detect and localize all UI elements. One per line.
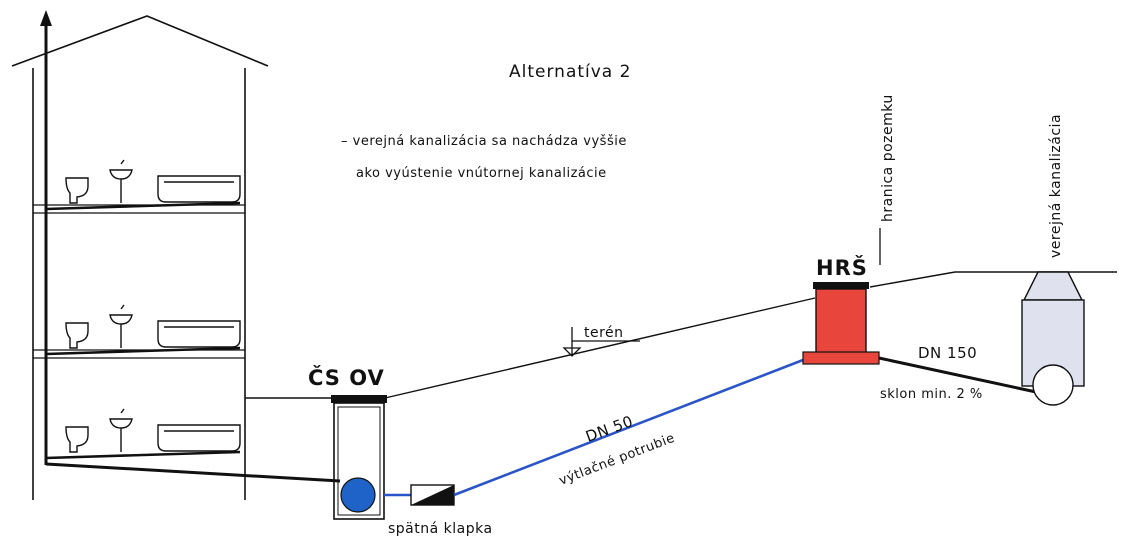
- drain-pipe: [45, 450, 241, 460]
- bathtub-icon: [157, 424, 241, 452]
- toilet-icon: [65, 177, 89, 204]
- terrain-label: terén: [584, 325, 624, 341]
- dn50-label: DN 50: [583, 412, 635, 446]
- slope-label: sklon min. 2 %: [880, 387, 983, 402]
- soil-stack: [40, 10, 52, 465]
- note-line-2: ako vyústenie vnútornej kanalizácie: [356, 166, 607, 181]
- building-roof: [11, 15, 269, 67]
- public-sewer: [1021, 271, 1085, 406]
- property-boundary-label: hranica pozemku: [880, 94, 896, 222]
- building-outlet-pipe: [45, 462, 341, 483]
- note-line-1: – verejná kanalizácia sa nachádza vyššie: [341, 134, 627, 149]
- diagram-title: Alternatíva 2: [509, 62, 631, 82]
- pump-icon: [340, 477, 376, 513]
- fixtures-floor-3: [45, 159, 241, 211]
- pressure-pipe: [453, 358, 804, 497]
- sink-icon: [109, 159, 133, 203]
- check-valve-icon: [410, 484, 455, 506]
- terrain-marker: [562, 327, 640, 357]
- hrs-label: HRŠ: [816, 255, 868, 280]
- pump-station: [331, 395, 387, 520]
- pressure-pipe-label: výtlačné potrubie: [557, 431, 677, 489]
- drain-pipe: [45, 346, 241, 356]
- building: [11, 15, 269, 500]
- drain-pipe: [45, 201, 241, 211]
- bathtub-icon: [157, 320, 241, 348]
- sewer-pipe-icon: [1032, 364, 1074, 406]
- gravity-pipe: [878, 356, 1037, 394]
- inspection-chamber: [802, 282, 880, 365]
- property-boundary: hranica pozemku: [879, 94, 896, 265]
- arrow-up-icon: [40, 10, 52, 26]
- fixtures-floor-1: [45, 408, 241, 460]
- toilet-icon: [65, 426, 89, 453]
- check-valve-label: spätná klapka: [388, 521, 493, 537]
- public-sewer-label: verejná kanalizácia: [1048, 114, 1064, 258]
- dn150-label: DN 150: [918, 344, 977, 362]
- bathtub-icon: [157, 175, 241, 203]
- fixtures-floor-2: [45, 304, 241, 356]
- floor-fixtures: [45, 159, 241, 460]
- sink-icon: [109, 304, 133, 348]
- sink-icon: [109, 408, 133, 452]
- toilet-icon: [65, 322, 89, 349]
- pump-station-label: ČS OV: [308, 365, 385, 390]
